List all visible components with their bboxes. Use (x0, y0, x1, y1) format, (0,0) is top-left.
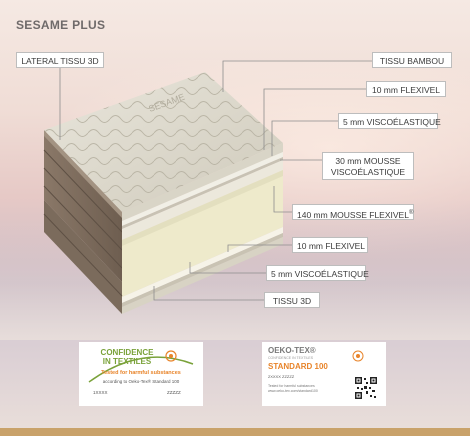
confidence-code-right: ZZZZZ (167, 390, 181, 395)
label-tissu-bambou: TISSU BAMBOU (372, 52, 452, 68)
oekotex-brand: OEKO-TEX® (268, 346, 316, 355)
label-30mm-mousse-line1: 30 mm MOUSSE (335, 156, 401, 166)
product-title: SESAME PLUS (16, 18, 106, 32)
mattress-top-surface: SESAME (44, 72, 283, 212)
confidence-line1: CONFIDENCE (100, 348, 154, 357)
confidence-in-textiles-badge: CONFIDENCE IN TEXTILES Tested for harmfu… (79, 342, 203, 406)
oekotex-small1: Tested for harmful substances (268, 384, 315, 388)
oeko-tex-standard-100-badge: OEKO-TEX® CONFIDENCE IN TEXTILES STANDAR… (262, 342, 386, 406)
confidence-code-left: 1XXXX (93, 390, 108, 395)
confidence-line2: IN TEXTILES (102, 357, 152, 366)
label-5mm-visco-bottom: 5 mm VISCOÉLASTIQUE (266, 265, 369, 281)
confidence-badge-graphic (88, 350, 194, 383)
label-30mm-mousse-visco: 30 mm MOUSSE VISCOÉLASTIQUE (322, 152, 414, 180)
oekotex-code: 2XXXX ZZZZZ (268, 374, 295, 379)
label-140mm-mousse-flexivel: 140 mm MOUSSE FLEXIVEL® (292, 204, 414, 220)
registered-mark: ® (408, 210, 414, 216)
label-tissu-3d: TISSU 3D (264, 292, 320, 308)
oekotex-small2: www.oeko-tex.com/standard100 (268, 389, 318, 393)
label-5mm-visco-top: 5 mm VISCOÉLASTIQUE (338, 113, 441, 129)
confidence-line3: Tested for harmful substances (101, 370, 181, 376)
mattress-front-layers (43, 143, 283, 314)
label-30mm-mousse-line2: VISCOÉLASTIQUE (330, 167, 406, 177)
mattress-side-panel (43, 130, 123, 282)
bottom-accent-bar (0, 428, 470, 436)
callout-lines (59, 60, 372, 301)
flower-icon (165, 350, 177, 362)
label-140mm-text: 140 mm MOUSSE FLEXIVEL (297, 209, 409, 220)
label-10mm-flexivel-top: 10 mm FLEXIVEL (366, 81, 446, 97)
oekotex-tagline: CONFIDENCE IN TEXTILES (268, 356, 314, 360)
qr-code-icon (354, 376, 378, 400)
confidence-title: CONFIDENCE IN TEXTILES (87, 348, 167, 366)
label-10mm-flexivel-bottom: 10 mm FLEXIVEL (292, 237, 368, 253)
confidence-line4: according to Oeko-Tex® Standard 100 (102, 379, 180, 384)
oekotex-flower-icon (352, 350, 364, 362)
oekotex-standard: STANDARD 100 (268, 362, 328, 371)
label-lateral-tissu-3d: LATERAL TISSU 3D (16, 52, 104, 68)
